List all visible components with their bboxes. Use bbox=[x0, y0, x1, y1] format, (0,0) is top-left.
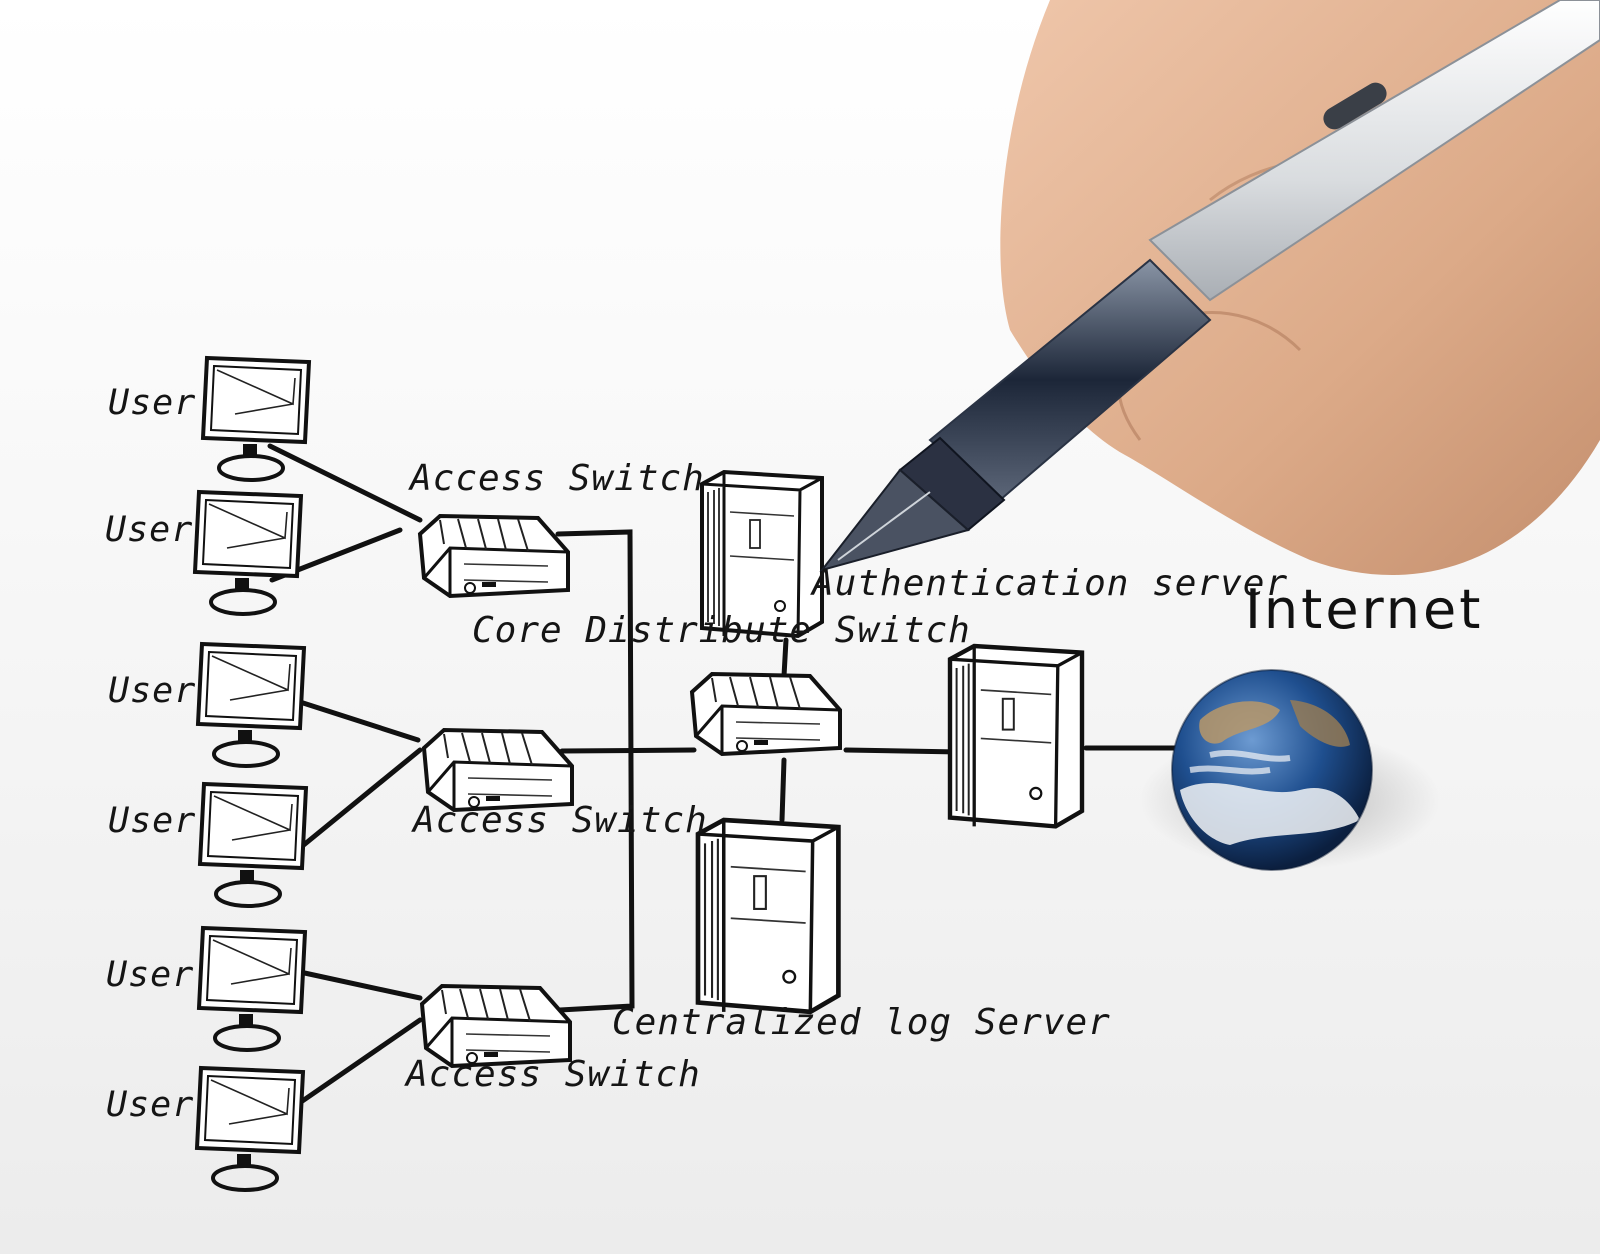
globe-icon bbox=[1140, 669, 1440, 871]
user-label-6: User bbox=[106, 1085, 195, 1125]
gateway-server-tower bbox=[950, 646, 1082, 826]
access-switch-label-1: Access Switch bbox=[410, 458, 705, 499]
user-monitor-2 bbox=[193, 490, 303, 616]
user-monitor-5 bbox=[197, 926, 307, 1052]
user-label-4: User bbox=[108, 801, 197, 841]
user-monitor-4 bbox=[198, 782, 308, 908]
access-switch-2 bbox=[422, 728, 574, 812]
user-monitor-6 bbox=[195, 1066, 305, 1192]
user-monitor-3 bbox=[196, 642, 306, 768]
internet-label: Internet bbox=[1245, 578, 1484, 641]
auth-server-label: Authentication server bbox=[812, 563, 1289, 604]
centralized-log-server-tower bbox=[698, 820, 838, 1012]
user-label-5: User bbox=[106, 955, 195, 995]
access-switch-1 bbox=[418, 514, 570, 598]
user-label-2: User bbox=[105, 510, 194, 550]
core-distribute-switch bbox=[690, 672, 842, 756]
fountain-pen-icon bbox=[819, 0, 1600, 572]
user-label-3: User bbox=[108, 671, 197, 711]
log-server-label: Centralized log Server bbox=[612, 1002, 1111, 1043]
access-switch-label-3: Access Switch bbox=[406, 1054, 701, 1095]
access-switch-label-2: Access Switch bbox=[413, 800, 708, 841]
core-switch-label: Core Distribute Switch bbox=[472, 610, 971, 651]
user-monitor-1 bbox=[201, 356, 311, 482]
user-label-1: User bbox=[108, 383, 197, 423]
